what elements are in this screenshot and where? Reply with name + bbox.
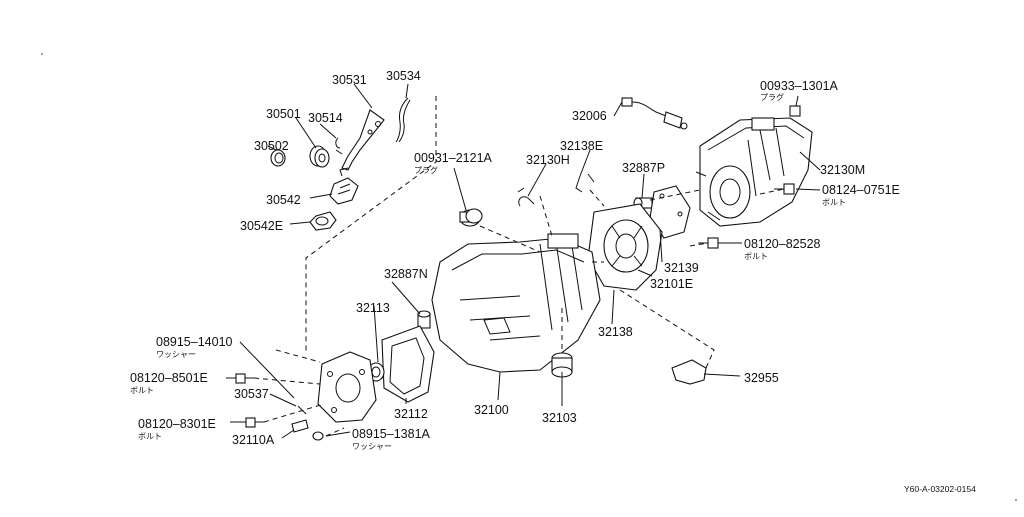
part-30542E-gasket [309, 211, 337, 231]
part-08120-8301E-bolt [245, 417, 264, 428]
part-30502-hub [270, 149, 286, 167]
label-30534: 30534 [386, 69, 421, 83]
label-32100: 32100 [474, 403, 509, 417]
label-32103: 32103 [542, 411, 577, 425]
label-00931-2121A: 00931–2121A [414, 151, 493, 165]
part-32006-sensor [621, 97, 688, 130]
label-08120-8501E-sub: ボルト [130, 386, 154, 395]
label-08120-8501E: 08120–8501E [130, 371, 208, 385]
label-30502: 30502 [254, 139, 289, 153]
part-30537-pin [297, 405, 307, 415]
label-00931-2121A-sub: プラグ [414, 165, 438, 175]
part-front-cover [317, 351, 377, 423]
label-08120-8301E-sub: ボルト [138, 432, 162, 441]
label-30501: 30501 [266, 107, 301, 121]
label-30537: 30537 [234, 387, 269, 401]
part-32110A-bolt [291, 419, 309, 433]
part-labels: 30531 30534 30501 30514 30502 30542 3054… [130, 69, 976, 494]
label-32006: 32006 [572, 109, 607, 123]
part-00931-plug [459, 208, 483, 227]
part-32138E-pin [575, 173, 595, 193]
label-00933-1301A-sub: プラグ [760, 92, 784, 102]
part-08915-washer [312, 431, 324, 441]
label-32887N: 32887N [384, 267, 428, 281]
label-08124-0751E-sub: ボルト [822, 198, 846, 207]
label-08124-0751E: 08124–0751E [822, 183, 900, 197]
label-32138E: 32138E [560, 139, 603, 153]
label-00933-1301A: 00933–1301A [760, 79, 839, 93]
part-30501-release-bearing [309, 145, 330, 168]
label-32130M: 32130M [820, 163, 865, 177]
part-32130M-extension-housing [695, 117, 813, 227]
label-32139: 32139 [664, 261, 699, 275]
label-30531: 30531 [332, 73, 367, 87]
part-32112-gasket [381, 325, 435, 403]
part-32100-transmission-case [431, 233, 601, 373]
label-08120-8301E: 08120–8301E [138, 417, 216, 431]
label-32138: 32138 [598, 325, 633, 339]
part-32130H-clip [517, 187, 535, 207]
assembly-lines [253, 96, 785, 437]
label-32130H: 32130H [526, 153, 570, 167]
label-08915-14010: 08915–14010 [156, 335, 233, 349]
part-32887N-dowel [417, 310, 431, 329]
label-08915-1381A-sub: ワッシャー [352, 442, 392, 451]
label-08120-82528: 08120–82528 [744, 237, 821, 251]
part-30534-clip [395, 97, 411, 143]
leader-lines [226, 83, 821, 439]
part-30514-clip [335, 137, 343, 155]
label-08915-1381A: 08915–1381A [352, 427, 431, 441]
part-30531-shift-fork [339, 109, 385, 177]
label-30514: 30514 [308, 111, 343, 125]
part-32138-adaptor-plate [587, 203, 663, 291]
footer-code: Y60-A-03202-0154 [904, 484, 976, 494]
label-32113: 32113 [356, 301, 390, 315]
label-30542: 30542 [266, 193, 301, 207]
part-00933-plug [789, 105, 801, 117]
label-32955: 32955 [744, 371, 779, 385]
scan-dot [41, 53, 43, 55]
label-08915-14010-sub: ワッシャー [156, 350, 196, 359]
label-08120-82528-sub: ボルト [744, 252, 768, 261]
label-32887P: 32887P [622, 161, 665, 175]
part-32955-bracket [671, 359, 707, 385]
part-30542-boot [329, 177, 359, 205]
scan-dot [1015, 499, 1017, 501]
label-30542E: 30542E [240, 219, 283, 233]
label-32110A: 32110A [232, 433, 275, 447]
part-08120-8501E-bolt [235, 373, 254, 384]
label-32101E: 32101E [650, 277, 693, 291]
label-32112: 32112 [394, 407, 428, 421]
